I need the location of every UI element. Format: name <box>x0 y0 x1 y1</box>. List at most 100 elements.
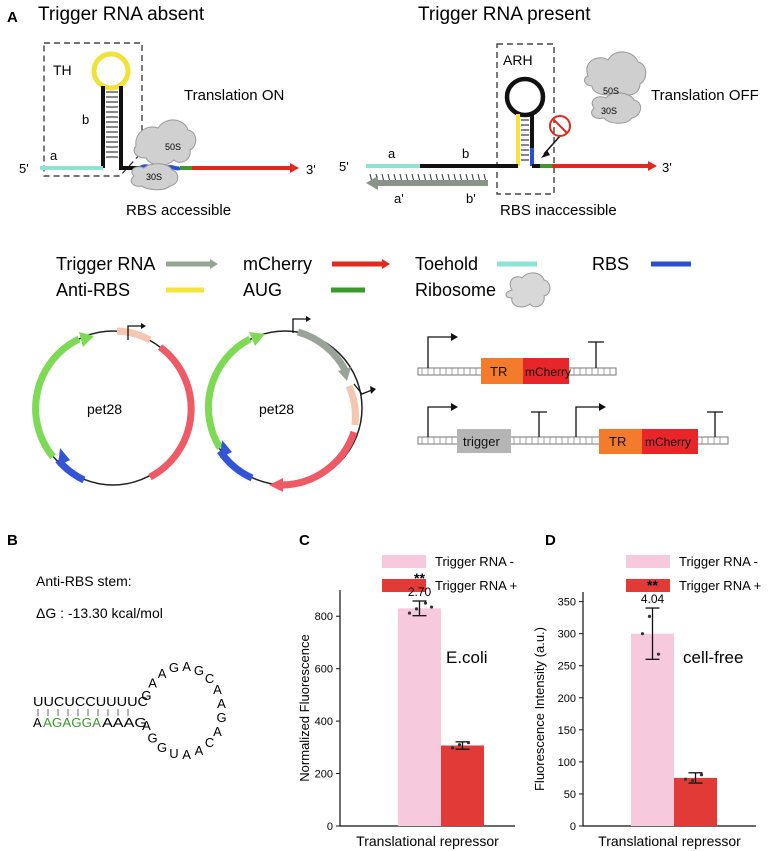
y-tick-label: 200 <box>315 769 333 781</box>
anti-rbs-bottom-prefix: A <box>33 715 42 730</box>
plasmid-2: pet28 <box>204 316 376 492</box>
construct-bottom-promoter-2 <box>575 406 600 437</box>
blocked-icon-slash <box>552 118 568 134</box>
loop-letter: A <box>182 659 191 674</box>
legend-entry: Trigger RNA + <box>679 578 761 593</box>
loop-letter: G <box>157 740 167 755</box>
plasmid-2-promoter-2 <box>353 383 373 395</box>
legend-label-anti-rbs: Anti-RBS <box>56 280 130 300</box>
construct-top: TR mCherry <box>417 333 617 384</box>
plasmid-1-segment-peach <box>116 327 152 344</box>
left-hairpin-diagram: TH b a 5' 3' 50S 30S Translation ON RBS … <box>19 42 316 219</box>
right-mcherry-arrowhead <box>648 161 657 171</box>
legend-swatch <box>382 579 426 592</box>
plasmid-1-label: pet28 <box>87 401 122 417</box>
right-hairpin-diagram: ARH 5' 3' a b a' b' 50S 30S Translation … <box>339 43 759 219</box>
loop-letter: U <box>169 746 178 761</box>
construct-top-mcherry-box <box>523 358 569 384</box>
left-ribosome-50s-label: 50S <box>165 142 181 152</box>
plasmid-1-promoter-arrow <box>141 323 146 329</box>
plasmid-2-segment-green <box>204 335 252 450</box>
plasmid-2-promoter-1-arrow <box>306 316 311 322</box>
data-point <box>656 652 661 656</box>
left-stem-basepairs <box>106 91 118 158</box>
loop-letter: A <box>217 696 226 711</box>
legend-swatch <box>382 555 426 568</box>
right-ribosome-50s-label: 50S <box>603 86 619 96</box>
legend-entry: Trigger RNA - <box>679 554 758 569</box>
right-blocked-arrow-head <box>541 150 550 158</box>
ribosome-icon <box>505 272 551 308</box>
y-axis-label: Normalized Fluorescence <box>297 634 312 781</box>
construct-top-promoter-arrow <box>451 333 458 341</box>
right-trigger-arrowhead <box>366 176 378 190</box>
plasmid-1-segment-green <box>32 335 81 460</box>
y-tick-label: 0 <box>570 821 576 833</box>
y-tick-label: 300 <box>558 629 576 641</box>
data-point <box>640 632 645 636</box>
legend-swatch-trigger-arrow <box>210 259 218 269</box>
panel-label-a: A <box>7 9 18 26</box>
construct-bottom-trigger-label: trigger <box>463 434 501 449</box>
legend-label-trigger: Trigger RNA <box>56 254 155 274</box>
left-ribosome-50s <box>133 119 197 166</box>
y-tick-label: 200 <box>558 693 576 705</box>
anti-rbs-basepairs <box>37 709 129 716</box>
y-tick-label: 150 <box>558 725 576 737</box>
y-tick-label: 250 <box>558 661 576 673</box>
legend-swatch <box>626 555 670 568</box>
blocked-icon <box>549 115 571 137</box>
plasmid-2-segment-peach <box>345 384 359 426</box>
loop-letter: C <box>205 735 214 750</box>
bar <box>441 745 484 826</box>
left-dashed-box <box>43 42 143 177</box>
plasmid-2-red-arrowhead <box>269 478 283 492</box>
left-ribosome-30s-label: 30S <box>146 172 162 182</box>
left-toehold-label: a <box>50 148 58 163</box>
panel-label-c: C <box>299 532 310 549</box>
right-stem-basepairs <box>521 119 529 161</box>
construct-bottom-backbone <box>417 436 729 445</box>
construct-bottom-promoter-1 <box>427 406 452 437</box>
legend-label-toehold: Toehold <box>415 254 478 274</box>
loop-letter: G <box>216 710 226 725</box>
right-b-prime-label: b' <box>466 191 476 206</box>
y-tick-label: 400 <box>315 716 333 728</box>
plasmid-2-segment-red <box>279 430 358 489</box>
anti-rbs-delta-g: ΔG : -13.30 kcal/mol <box>36 605 163 621</box>
left-5prime: 5' <box>19 161 29 176</box>
bar <box>631 633 674 826</box>
right-caption: RBS inaccessible <box>500 202 617 219</box>
data-point <box>699 773 704 777</box>
data-point <box>450 746 455 750</box>
loop-letter: A <box>148 675 157 690</box>
right-box-label: ARH <box>503 52 533 68</box>
anti-rbs-bottom-suffix: AAAG <box>102 715 147 730</box>
data-point <box>683 777 688 781</box>
left-stem-label: b <box>82 112 89 127</box>
condition-label: E.coli <box>446 648 488 667</box>
left-box-label: TH <box>53 62 72 78</box>
panel-a-left-title: Trigger RNA absent <box>38 4 205 25</box>
panel-label-b: B <box>7 532 18 549</box>
loop-letter: C <box>205 671 214 686</box>
y-tick-label: 350 <box>558 597 576 609</box>
legend-label-rbs: RBS <box>592 254 629 274</box>
left-caption: RBS accessible <box>126 202 231 219</box>
loop-letter: A <box>195 743 204 758</box>
construct-bottom-tr-box <box>599 429 642 454</box>
plasmid-2-segment-trigger <box>296 328 349 372</box>
construct-top-tr-box <box>481 358 523 384</box>
y-axis-label: Fluorescence Intensity (a.u.) <box>532 627 547 791</box>
plasmid-1-promoter <box>127 325 142 340</box>
chart-ecoli: Trigger RNA -Trigger RNA +0200400600800N… <box>297 554 517 849</box>
loop-letter: G <box>141 688 151 703</box>
plasmid-2-trigger-arrowhead <box>338 367 351 381</box>
right-ribosome-30s-label: 30S <box>601 106 617 116</box>
data-point <box>407 611 412 615</box>
plasmid-2-promoter-2-arrow <box>370 386 376 394</box>
plasmid-2-promoter-1 <box>292 318 307 333</box>
y-tick-label: 100 <box>558 757 576 769</box>
